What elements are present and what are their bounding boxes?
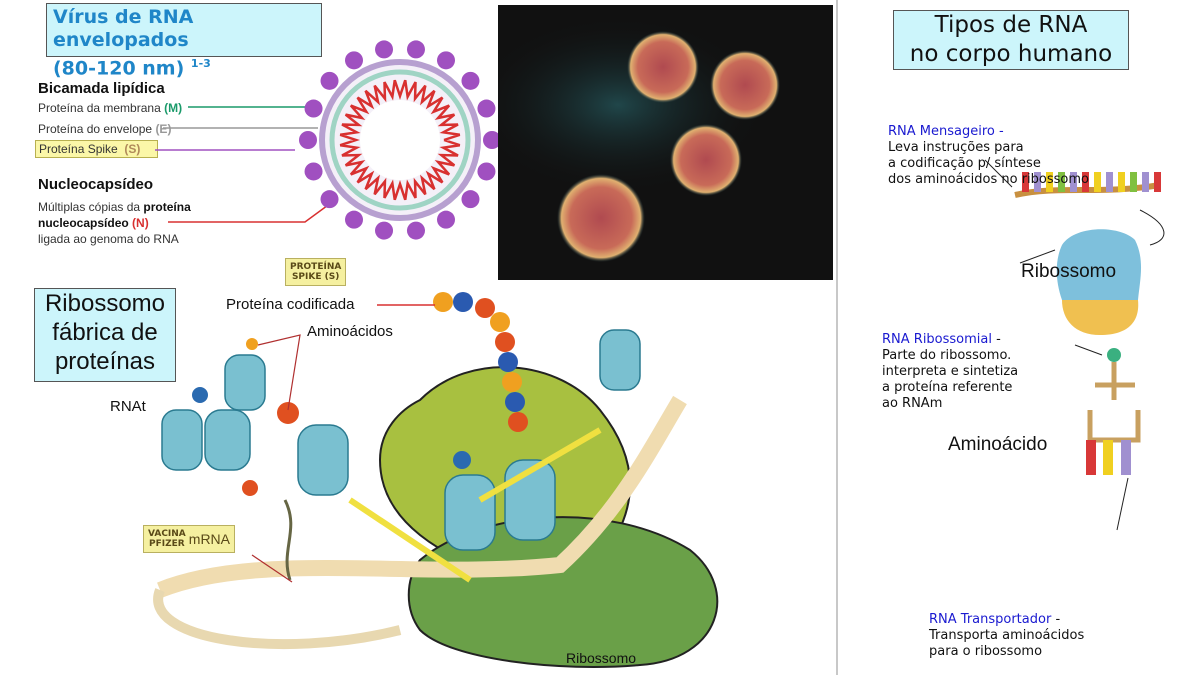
nucleotide-bar — [1058, 172, 1065, 192]
spike-protein-mark — [477, 162, 496, 181]
spike-protein-mark — [320, 71, 339, 90]
amino-acid-bead — [498, 352, 518, 372]
nucleotide-bar — [1034, 172, 1041, 192]
amino-acid-bead — [490, 312, 510, 332]
spike-protein-mark — [304, 162, 323, 181]
rna-title-line1: Tipos de RNA — [934, 12, 1088, 38]
envelope-protein-label: Proteína do envelope — [38, 122, 153, 136]
spike-code: (S) — [124, 142, 141, 156]
spike-protein-mark — [437, 51, 455, 70]
amino-acid-bead — [502, 372, 522, 392]
ribosome-right-label: Ribossomo — [1021, 261, 1117, 282]
spike-protein-label: Proteína Spike — [39, 142, 118, 156]
spike-protein-mark — [375, 221, 394, 240]
spike-protein-mark — [437, 210, 455, 229]
virus-title-line1: Vírus de RNA envelopados — [53, 6, 194, 51]
amino-acid-label: Aminoácido — [948, 434, 1048, 455]
messenger-title: RNA Mensageiro - — [888, 124, 1004, 139]
spike-protein-mark — [483, 131, 500, 149]
amino-acids-label: Aminoácidos — [307, 323, 393, 340]
ribosome-label: Ribossomo — [566, 650, 637, 666]
nc-line2-bold: nucleocapsídeo — [38, 216, 129, 230]
spike-protein-mark — [320, 190, 339, 209]
ribosome-title-line3: proteínas — [54, 348, 156, 375]
trna-label: RNAt — [110, 398, 146, 415]
messenger-rna-block: RNA Mensageiro - Leva instruções para a … — [888, 124, 1089, 188]
messenger-line: dos aminoácidos no ribossomo — [888, 172, 1089, 187]
nucleotide-bar — [1106, 172, 1113, 192]
membrane-code: (M) — [164, 101, 183, 115]
ribosome-title-line2: fábrica de — [52, 319, 158, 346]
nucleotide-bar — [1142, 172, 1149, 192]
ribosomal-title: RNA Ribossomial - — [882, 332, 1001, 347]
messenger-line: Leva instruções para — [888, 140, 1024, 155]
spike-protein-mark — [345, 210, 363, 229]
membrane-protein-label: Proteína da membrana — [38, 101, 161, 115]
ribosome-title-box: Ribossomo fábrica de proteínas — [34, 288, 176, 382]
amino-acid-bead — [508, 412, 528, 432]
ribosomal-line: a proteína referente — [882, 380, 1013, 395]
nucleotide-bar — [1022, 172, 1029, 192]
spike-tag-line1: PROTEÍNA — [290, 262, 342, 272]
vaccine-tag-line2: PFIZER — [149, 539, 185, 549]
spike-protein-mark — [299, 131, 317, 149]
nucleotide-bar — [1082, 172, 1089, 192]
spike-protein-mark — [461, 71, 480, 90]
spike-protein-mark — [375, 40, 394, 59]
amino-acid-bead — [495, 332, 515, 352]
virus-micrograph — [468, 5, 833, 280]
envelope-code: (E) — [155, 122, 172, 136]
spike-protein-mark — [406, 221, 425, 240]
nucleocapsid-heading: Nucleocapsídeo — [38, 176, 154, 193]
transport-line: para o ribossomo — [929, 644, 1043, 659]
spike-protein-mark — [477, 99, 496, 118]
virus-title-line2: (80-120 nm) — [53, 57, 185, 80]
spike-protein-mark — [345, 51, 363, 70]
rna-types-title-box: Tipos de RNA no corpo humano — [893, 10, 1129, 70]
panel-divider — [836, 0, 838, 675]
nc-line3: ligada ao genoma do RNA — [38, 232, 179, 246]
spike-protein-mark — [461, 190, 480, 209]
transport-rna-block: RNA Transportador - Transporta aminoácid… — [929, 612, 1084, 660]
amino-acid-bead — [475, 298, 495, 318]
encoded-protein-label: Proteína codificada — [226, 296, 355, 313]
spike-tag-line2: SPIKE (S) — [291, 272, 340, 282]
virus-illustration — [155, 40, 500, 240]
amino-acid-bead — [505, 392, 525, 412]
ribosome-illustration — [153, 292, 719, 668]
mrna-label: mRNA — [188, 531, 231, 547]
nucleotide-bar — [1070, 172, 1077, 192]
amino-acid-bead — [453, 292, 473, 312]
nc-line1-bold: proteína — [143, 200, 191, 214]
vaccine-tag-line1: VACINA — [148, 529, 186, 539]
amino-acid-bead — [433, 292, 453, 312]
ribosomal-line: interpreta e sintetiza — [882, 364, 1019, 379]
messenger-line: a codificação p/ síntese — [888, 156, 1041, 171]
nc-line1: Múltiplas cópias da — [38, 200, 141, 214]
virus-title-sup: 1-3 — [190, 57, 211, 70]
virus-title-box: Vírus de RNA envelopados (80-120 nm) 1-3 — [46, 3, 322, 79]
nucleotide-bar — [1118, 172, 1125, 192]
rna-types-illustration — [984, 159, 1165, 531]
spike-protein-tag: PROTEÍNA SPIKE (S) — [285, 258, 347, 286]
ribosomal-line: Parte do ribossomo. — [882, 348, 1012, 363]
ribosomal-line: ao RNAm — [882, 396, 943, 411]
nucleotide-bar — [1094, 172, 1101, 192]
spike-protein-mark — [406, 40, 425, 59]
transport-line: Transporta aminoácidos — [929, 628, 1085, 643]
nucleotide-bar — [1154, 172, 1161, 192]
spike-protein-mark — [304, 99, 323, 118]
nucleotide-bar — [1130, 172, 1137, 192]
lipid-bilayer-heading: Bicamada lipídica — [38, 80, 165, 97]
ribosome-title-line1: Ribossomo — [44, 290, 166, 317]
ribosomal-rna-block: RNA Ribossomial - Parte do ribossomo. in… — [882, 332, 1018, 412]
rna-title-line2: no corpo humano — [909, 41, 1113, 67]
nc-code: (N) — [132, 216, 149, 230]
nucleotide-bar — [1046, 172, 1053, 192]
transport-title: RNA Transportador - — [929, 612, 1061, 627]
